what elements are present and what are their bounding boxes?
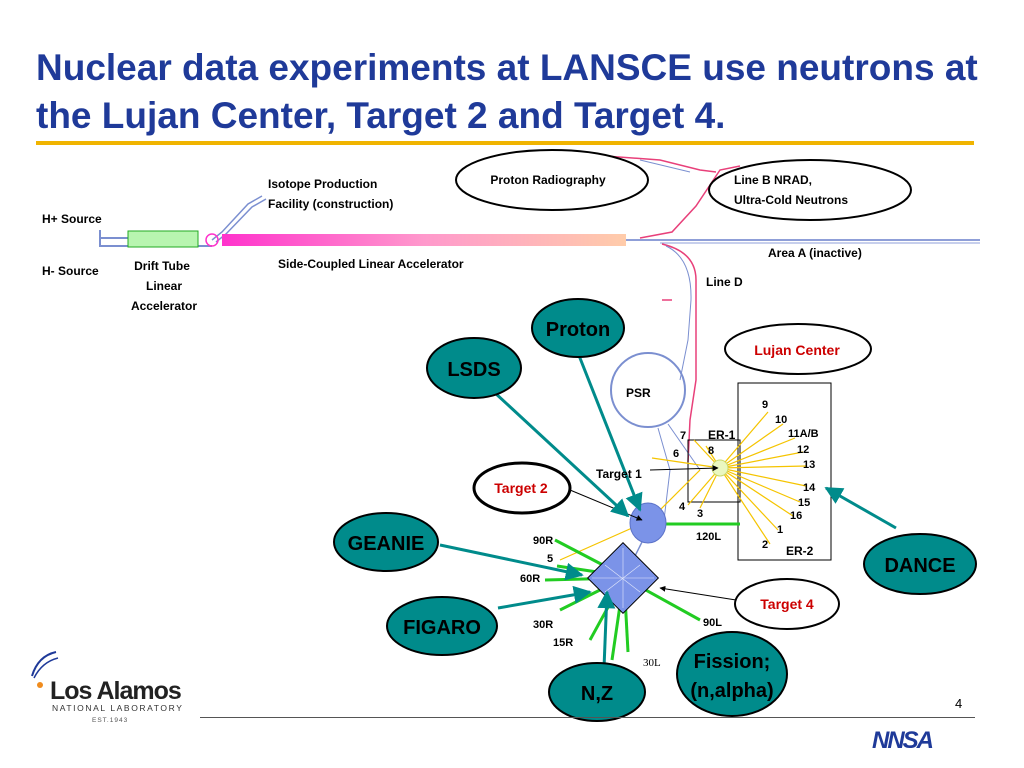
svg-text:9: 9 bbox=[762, 399, 768, 411]
dance-bubble-label: DANCE bbox=[884, 555, 955, 577]
psr-label: PSR bbox=[626, 386, 651, 400]
proton-radiography-label: Proton Radiography bbox=[490, 173, 606, 187]
target2-bubble bbox=[472, 461, 572, 515]
dtl-label-3: Accelerator bbox=[131, 299, 197, 313]
lujan-center-bubble bbox=[724, 323, 872, 375]
lujan-flight-paths bbox=[651, 411, 807, 545]
line-b-label-1: Line B NRAD, bbox=[734, 173, 812, 187]
dtl-label-1: Drift Tube bbox=[134, 259, 190, 273]
target4-label: Target 4 bbox=[760, 596, 814, 612]
target4-bubble bbox=[734, 578, 840, 630]
line-b-bubble bbox=[708, 159, 912, 221]
svg-text:90R: 90R bbox=[533, 535, 553, 547]
geanie-bubble bbox=[333, 512, 439, 572]
svg-text:15: 15 bbox=[798, 497, 810, 509]
er2-building bbox=[737, 382, 832, 561]
svg-text:10: 10 bbox=[775, 414, 787, 426]
svg-text:30L: 30L bbox=[643, 657, 661, 669]
svg-text:3: 3 bbox=[697, 508, 703, 520]
side-coupled-linac bbox=[222, 234, 626, 246]
svg-text:5: 5 bbox=[547, 553, 553, 565]
svg-text:120L: 120L bbox=[696, 531, 721, 543]
dance-bubble bbox=[863, 533, 977, 595]
svg-text:60R: 60R bbox=[520, 573, 540, 585]
svg-text:1: 1 bbox=[777, 524, 783, 536]
fission-bubble-label-1: Fission; bbox=[694, 651, 771, 673]
figaro-bubble bbox=[386, 596, 498, 656]
los-alamos-logo-subtitle: NATIONAL LABORATORY bbox=[52, 703, 184, 713]
footer-divider bbox=[200, 717, 975, 718]
experiment-arrows bbox=[439, 352, 897, 669]
area-a-label: Area A (inactive) bbox=[768, 246, 862, 260]
lujan-center-label: Lujan Center bbox=[754, 342, 840, 358]
line-b-label-2: Ultra-Cold Neutrons bbox=[734, 193, 848, 207]
page-number: 4 bbox=[955, 696, 963, 711]
proton-bubble-label: Proton bbox=[546, 319, 610, 341]
svg-text:4: 4 bbox=[679, 501, 686, 513]
svg-text:8: 8 bbox=[708, 445, 714, 457]
nz-bubble-label: N,Z bbox=[581, 683, 613, 705]
svg-text:90L: 90L bbox=[703, 617, 722, 629]
er1-label: ER-1 bbox=[708, 428, 736, 442]
drift-tube-linac bbox=[127, 230, 199, 248]
title-underline bbox=[36, 141, 974, 145]
nz-bubble bbox=[548, 662, 646, 722]
target2-label: Target 2 bbox=[494, 480, 548, 496]
svg-text:6: 6 bbox=[673, 448, 679, 460]
isotope-label-1: Isotope Production bbox=[268, 177, 377, 191]
fission-bubble-label-2: (n,alpha) bbox=[690, 680, 773, 702]
proton-radiography-bubble bbox=[455, 149, 649, 211]
er2-label: ER-2 bbox=[786, 544, 814, 558]
h-minus-source-label: H- Source bbox=[42, 264, 99, 278]
svg-text:14: 14 bbox=[803, 482, 816, 494]
er1-building bbox=[687, 439, 741, 503]
figaro-bubble-label: FIGARO bbox=[403, 617, 481, 639]
svg-text:16: 16 bbox=[790, 510, 802, 522]
svg-text:12: 12 bbox=[797, 444, 809, 456]
svg-text:7: 7 bbox=[680, 430, 686, 442]
isotope-label-2: Facility (construction) bbox=[268, 197, 393, 211]
target2-shield bbox=[629, 502, 667, 544]
flight-path-numbers: 9 10 11A/B 12 13 14 15 16 1 2 3 4 6 7 8 … bbox=[520, 399, 819, 669]
proton-bubble bbox=[531, 298, 625, 358]
svg-text:30R: 30R bbox=[533, 619, 553, 631]
svg-text:13: 13 bbox=[803, 459, 815, 471]
psr-ring bbox=[610, 352, 686, 428]
dtl-label-2: Linear bbox=[146, 279, 182, 293]
line-d-label: Line D bbox=[706, 275, 743, 289]
svg-text:11A/B: 11A/B bbox=[788, 428, 819, 440]
target1-label: Target 1 bbox=[596, 467, 642, 481]
svg-text:2: 2 bbox=[762, 539, 768, 551]
geanie-bubble-label: GEANIE bbox=[348, 533, 425, 555]
beamlines bbox=[99, 155, 980, 571]
nnsa-logo: NNSA bbox=[872, 727, 934, 754]
fission-bubble bbox=[676, 631, 788, 717]
sclinac-label: Side-Coupled Linear Accelerator bbox=[278, 257, 464, 271]
lsds-bubble bbox=[426, 337, 522, 399]
lsds-bubble-label: LSDS bbox=[447, 359, 500, 381]
los-alamos-logo-est: EST.1943 bbox=[92, 717, 129, 724]
slide-title: Nuclear data experiments at LANSCE use n… bbox=[36, 47, 978, 136]
svg-text:15R: 15R bbox=[553, 637, 573, 649]
los-alamos-emblem-icon bbox=[31, 651, 59, 688]
los-alamos-logo-text: Los Alamos bbox=[50, 677, 182, 705]
h-plus-source-label: H+ Source bbox=[42, 212, 102, 226]
